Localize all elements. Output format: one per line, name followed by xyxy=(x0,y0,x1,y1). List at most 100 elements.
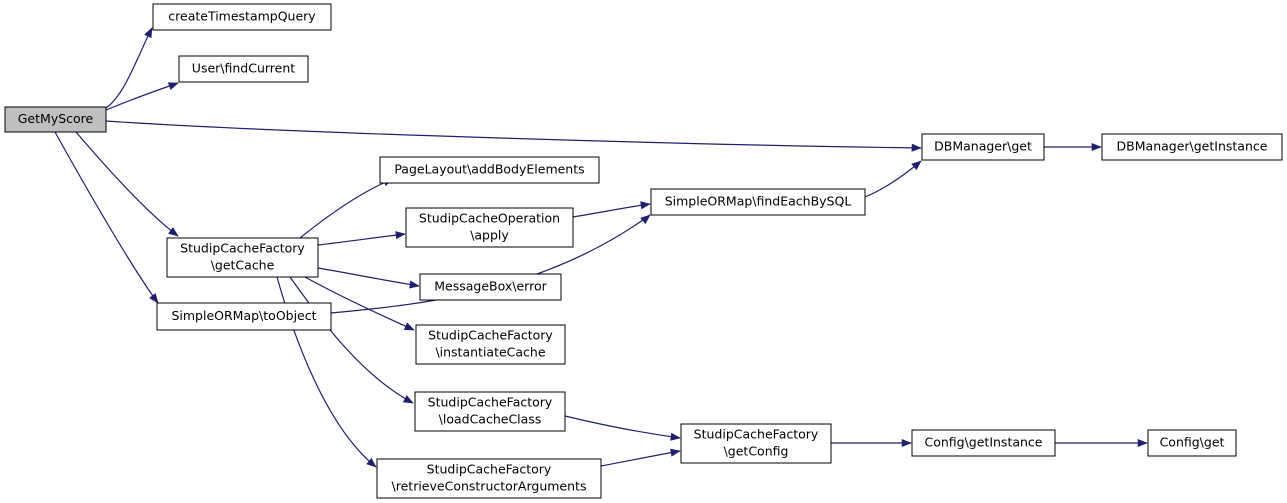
node-label: Config\getInstance xyxy=(924,435,1042,450)
node-box[interactable] xyxy=(414,391,566,432)
node-label: StudipCacheFactory xyxy=(428,328,553,343)
node-label: \loadCacheClass xyxy=(439,412,542,427)
edge-line xyxy=(54,131,159,304)
edge-line xyxy=(299,178,394,239)
edge-getcache-to-apply xyxy=(317,231,406,246)
graph-node-dbget[interactable]: DBManager\get xyxy=(921,133,1045,161)
node-box[interactable] xyxy=(178,55,309,83)
graph-node-instantiate[interactable]: StudipCacheFactory \instantiateCache xyxy=(415,324,566,365)
edge-getmyscore-to-findcurrent xyxy=(105,82,179,111)
node-box[interactable] xyxy=(166,237,319,278)
arrowhead-icon xyxy=(640,214,651,225)
edge-line xyxy=(864,160,922,198)
node-box[interactable] xyxy=(405,207,574,248)
node-box[interactable] xyxy=(419,273,562,301)
node-label: \getCache xyxy=(211,258,275,273)
node-label: GetMyScore xyxy=(18,111,94,126)
graph-node-retrieveargs[interactable]: StudipCacheFactory \retrieveConstructorAr… xyxy=(376,458,602,499)
node-box[interactable] xyxy=(921,133,1045,161)
node-label: StudipCacheFactory xyxy=(427,462,552,477)
edge-getcache-to-addbody xyxy=(299,178,394,239)
graph-node-toobject[interactable]: SimpleORMap\toObject xyxy=(156,302,332,331)
edge-getmyscore-to-toobject xyxy=(54,131,159,304)
node-box[interactable] xyxy=(379,156,600,184)
arrowhead-icon xyxy=(911,143,922,152)
node-box[interactable] xyxy=(1147,429,1237,457)
edge-line xyxy=(276,276,377,468)
edge-cfgget_edge-to-cfgget xyxy=(1055,438,1148,448)
node-label: \apply xyxy=(470,228,509,243)
arrowhead-icon xyxy=(670,448,681,457)
node-box[interactable] xyxy=(376,458,602,499)
edge-line xyxy=(105,27,153,109)
edge-line xyxy=(564,415,681,439)
arrowhead-icon xyxy=(395,231,406,240)
edge-line xyxy=(75,131,179,237)
arrowhead-icon xyxy=(911,160,922,171)
edge-line xyxy=(600,450,681,467)
node-label: SimpleORMap\findEachBySQL xyxy=(665,194,852,209)
edge-getmyscore-to-getcache xyxy=(75,131,179,237)
edge-loadclass-to-getconfig xyxy=(564,415,681,441)
edge-findeach-to-dbget xyxy=(864,160,922,198)
edge-dbget-to-dbinstance xyxy=(1043,142,1102,152)
arrowhead-icon xyxy=(409,280,420,289)
arrowhead-icon xyxy=(640,201,651,210)
node-label: \retrieveConstructorArguments xyxy=(392,479,587,494)
graph-node-apply[interactable]: StudipCacheOperation \apply xyxy=(405,207,574,248)
edge-getconfig-to-cfginstance xyxy=(831,438,912,448)
edge-getmyscore-to-dbget xyxy=(105,120,922,152)
node-label: DBManager\get xyxy=(934,139,1032,154)
graph-node-msgerror[interactable]: MessageBox\error xyxy=(419,273,562,301)
graph-node-cfgget[interactable]: Config\get xyxy=(1147,429,1237,457)
edge-line xyxy=(317,267,420,287)
node-box[interactable] xyxy=(680,423,832,464)
node-label: StudipCacheFactory xyxy=(428,395,553,410)
edge-getmyscore-to-createts xyxy=(105,27,153,109)
graph-node-getcache[interactable]: StudipCacheFactory \getCache xyxy=(166,237,319,278)
edge-line xyxy=(572,203,651,218)
node-label: StudipCacheFactory xyxy=(180,241,305,256)
node-label: createTimestampQuery xyxy=(168,9,316,24)
node-box[interactable] xyxy=(1101,133,1283,161)
node-label: SimpleORMap\toObject xyxy=(171,308,316,323)
graph-node-getconfig[interactable]: StudipCacheFactory\getConfig xyxy=(680,423,832,464)
node-label: MessageBox\error xyxy=(434,279,547,294)
edge-line xyxy=(317,233,406,246)
arrowhead-icon xyxy=(149,293,159,304)
graph-node-findcurrent[interactable]: User\findCurrent xyxy=(178,55,309,83)
arrowhead-icon xyxy=(402,395,414,404)
node-box[interactable] xyxy=(4,106,107,133)
node-box[interactable] xyxy=(156,302,332,331)
node-box[interactable] xyxy=(415,324,566,365)
node-label: \instantiateCache xyxy=(435,345,545,360)
graph-node-loadclass[interactable]: StudipCacheFactory \loadCacheClass xyxy=(414,391,566,432)
arrowhead-icon xyxy=(144,27,153,39)
arrowhead-icon xyxy=(901,438,912,448)
edge-getcache-to-retrieveargs xyxy=(276,276,377,468)
edge-getcache-to-loadclass xyxy=(289,276,414,404)
arrowhead-icon xyxy=(167,82,179,90)
graph-node-createts[interactable]: createTimestampQuery xyxy=(152,3,332,31)
edge-line xyxy=(289,276,414,404)
node-box[interactable] xyxy=(650,188,866,216)
node-label: StudipCacheOperation xyxy=(419,211,560,226)
node-box[interactable] xyxy=(152,3,332,31)
node-label: Config\get xyxy=(1160,435,1225,450)
arrowhead-icon xyxy=(403,322,415,331)
graph-node-addbody[interactable]: PageLayout\addBodyElements xyxy=(379,156,600,184)
arrowhead-icon xyxy=(168,227,179,237)
edge-apply-to-findeach xyxy=(572,201,651,218)
graph-node-dbinstance[interactable]: DBManager\getInstance xyxy=(1101,133,1283,161)
graph-node-getmyscore[interactable]: GetMyScore xyxy=(4,106,107,133)
nodes-layer: GetMyScore createTimestampQueryUser\findC… xyxy=(4,3,1283,499)
graph-node-cfginstance[interactable]: Config\getInstance xyxy=(911,429,1056,457)
node-label: User\findCurrent xyxy=(192,61,295,76)
node-label: DBManager\getInstance xyxy=(1117,139,1268,154)
node-box[interactable] xyxy=(911,429,1056,457)
node-label: StudipCacheFactory xyxy=(694,427,819,442)
graph-node-findeach[interactable]: SimpleORMap\findEachBySQL xyxy=(650,188,866,216)
edge-getcache-to-instantiate xyxy=(304,276,415,331)
